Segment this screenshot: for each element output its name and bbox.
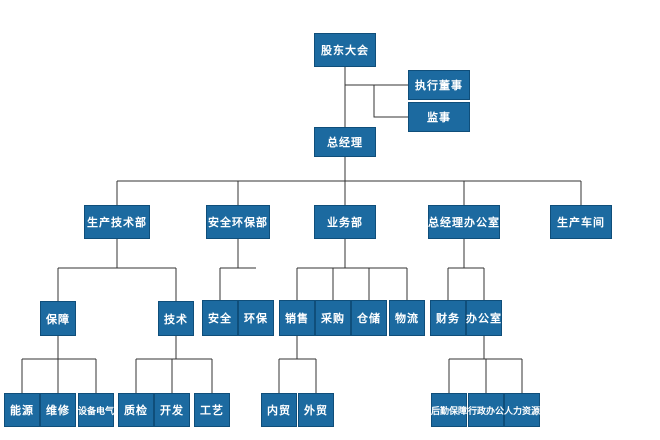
node-waimao: 外贸 bbox=[298, 393, 334, 427]
node-shareholders: 股东大会 bbox=[314, 33, 376, 67]
node-gm: 总经理 bbox=[314, 127, 376, 157]
connector-office bbox=[447, 239, 485, 300]
node-nengyuan: 能源 bbox=[4, 393, 40, 427]
node-baozhang: 保障 bbox=[40, 301, 76, 336]
node-dept-office: 总经理办公室 bbox=[428, 205, 500, 239]
connector-safety bbox=[219, 239, 256, 300]
node-xiaoshou: 销售 bbox=[279, 300, 315, 336]
connector-bangongshi bbox=[448, 336, 523, 393]
connector-prodtech bbox=[57, 239, 177, 301]
node-xingzheng: 行政办公 bbox=[468, 393, 504, 427]
node-caiwu: 财务 bbox=[430, 300, 466, 336]
node-shebei: 设备电气 bbox=[78, 393, 114, 427]
node-caigou: 采购 bbox=[315, 300, 351, 336]
connector-jishu bbox=[135, 336, 213, 393]
connector-baozhang bbox=[21, 336, 97, 393]
node-dept-workshop: 生产车间 bbox=[550, 205, 612, 239]
node-board: 执行董事 bbox=[408, 70, 470, 100]
node-dept-business: 业务部 bbox=[314, 205, 376, 239]
node-bangongshi: 办公室 bbox=[466, 300, 502, 336]
node-supervisor: 监事 bbox=[408, 102, 470, 132]
node-cangchu: 仓储 bbox=[351, 300, 387, 336]
node-jishu: 技术 bbox=[158, 301, 194, 336]
connector-business bbox=[296, 239, 408, 300]
node-renli: 人力资源 bbox=[504, 393, 540, 427]
node-dept-safety: 安全环保部 bbox=[206, 205, 270, 239]
node-zhijian: 质检 bbox=[118, 393, 154, 427]
connector-xiaoshou bbox=[278, 336, 317, 393]
node-dept-prodtech: 生产技术部 bbox=[84, 205, 150, 239]
node-anquan: 安全 bbox=[202, 300, 238, 336]
node-gongyi: 工艺 bbox=[194, 393, 230, 427]
node-houqin: 后勤保障 bbox=[431, 393, 467, 427]
node-neimao: 内贸 bbox=[261, 393, 297, 427]
connector-gm-depts bbox=[116, 157, 582, 205]
node-kaifa: 开发 bbox=[154, 393, 190, 427]
connector-supervisor bbox=[373, 85, 408, 118]
node-wuliu: 物流 bbox=[389, 300, 425, 336]
node-weixiu: 维修 bbox=[40, 393, 76, 427]
node-huanbao: 环保 bbox=[238, 300, 274, 336]
